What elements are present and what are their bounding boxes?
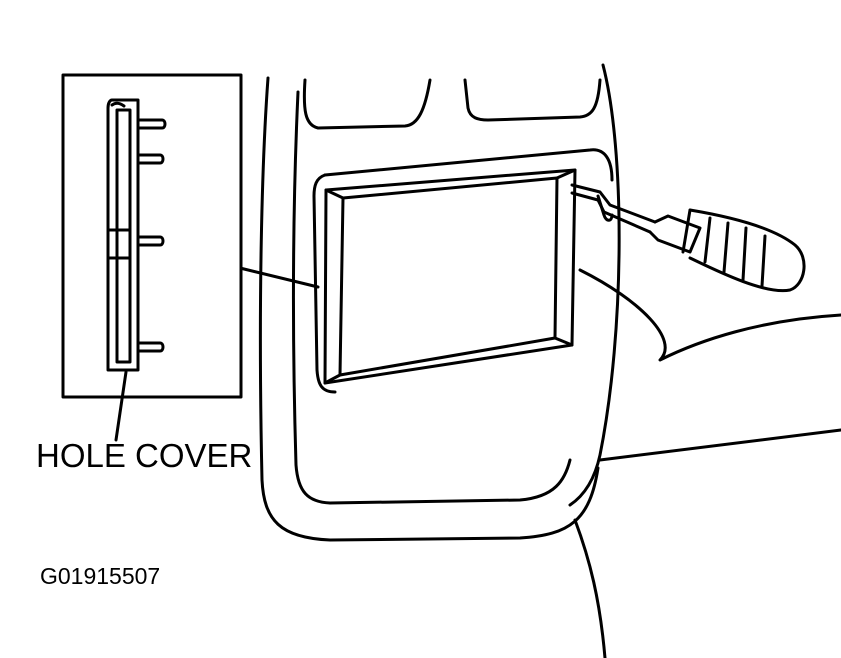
clip-tab <box>136 118 167 130</box>
hole-recess <box>312 148 614 394</box>
clip-tab <box>136 341 165 353</box>
hole-cover-panel <box>323 168 577 385</box>
inset-leader-line <box>238 266 320 289</box>
inset-detail <box>61 73 243 399</box>
hole-cover-label: HOLE COVER <box>36 437 253 474</box>
figure-id: G01915507 <box>40 563 161 589</box>
hole-cover-leader-line <box>114 370 128 442</box>
clip-tab <box>136 235 165 247</box>
clip-tab <box>136 153 165 165</box>
screwdriver <box>570 183 806 293</box>
dashboard-outline <box>258 63 841 658</box>
